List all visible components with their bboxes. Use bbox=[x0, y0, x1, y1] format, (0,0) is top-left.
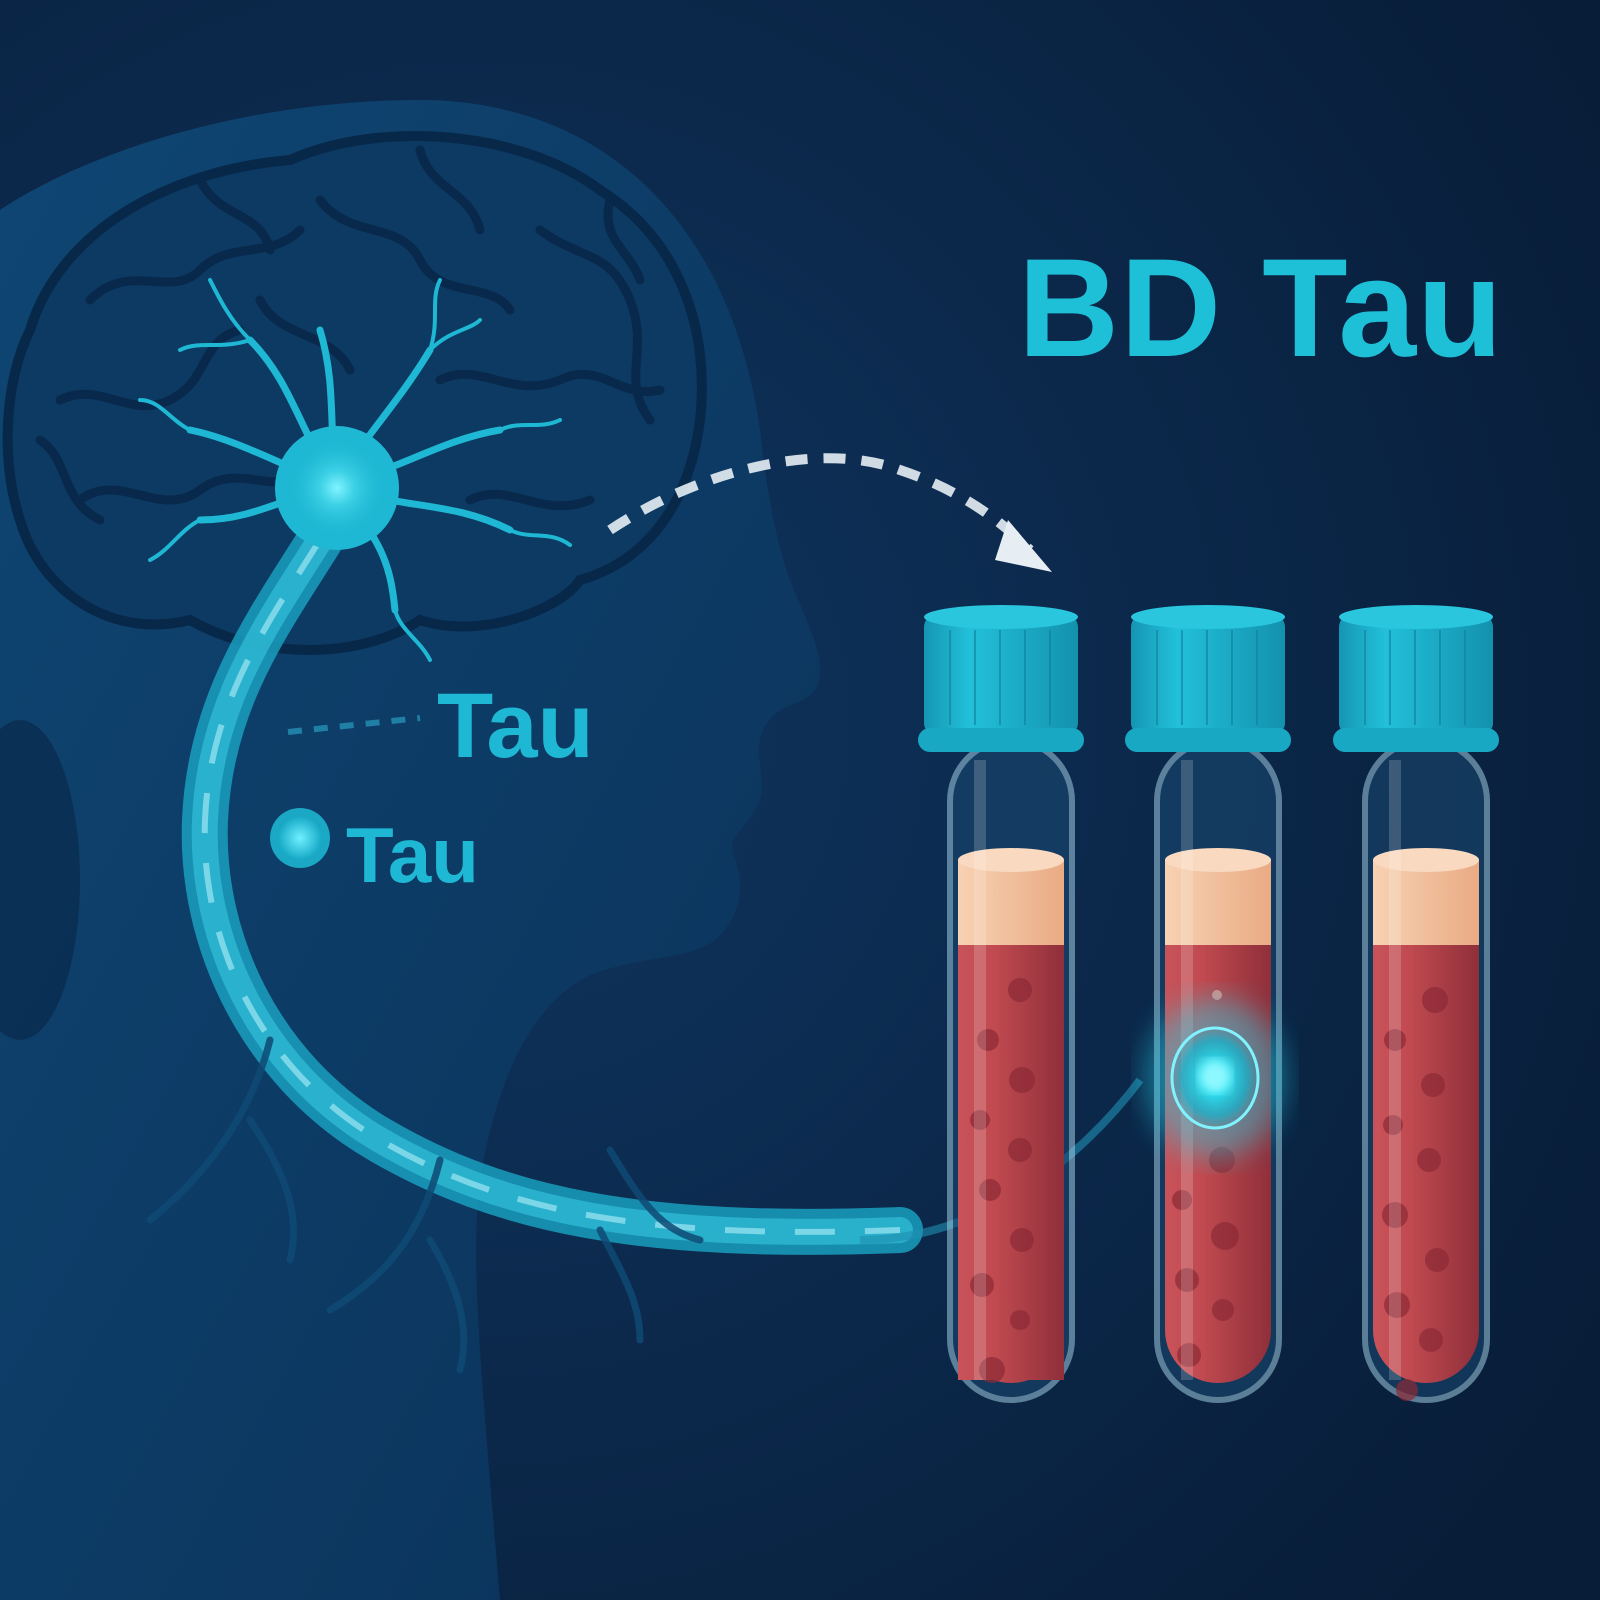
tube-2 bbox=[1125, 605, 1291, 1403]
title: BD Tau bbox=[1018, 229, 1504, 386]
tau-particle-core bbox=[278, 816, 322, 860]
tau-label-particle: Tau bbox=[346, 811, 479, 899]
tau-glow-marker bbox=[1145, 998, 1285, 1158]
tube-3 bbox=[1333, 605, 1499, 1403]
tube-1 bbox=[918, 605, 1084, 1403]
dashed-arrow bbox=[607, 453, 1052, 572]
tau-label-axon: Tau bbox=[437, 675, 594, 777]
blood-tubes bbox=[918, 605, 1499, 1403]
arrow-head-icon bbox=[995, 520, 1052, 572]
lower-dendrites bbox=[146, 1036, 704, 1374]
ear-shadow bbox=[0, 720, 80, 1040]
tau-leader-line bbox=[287, 715, 421, 735]
soma-glow bbox=[289, 440, 385, 536]
